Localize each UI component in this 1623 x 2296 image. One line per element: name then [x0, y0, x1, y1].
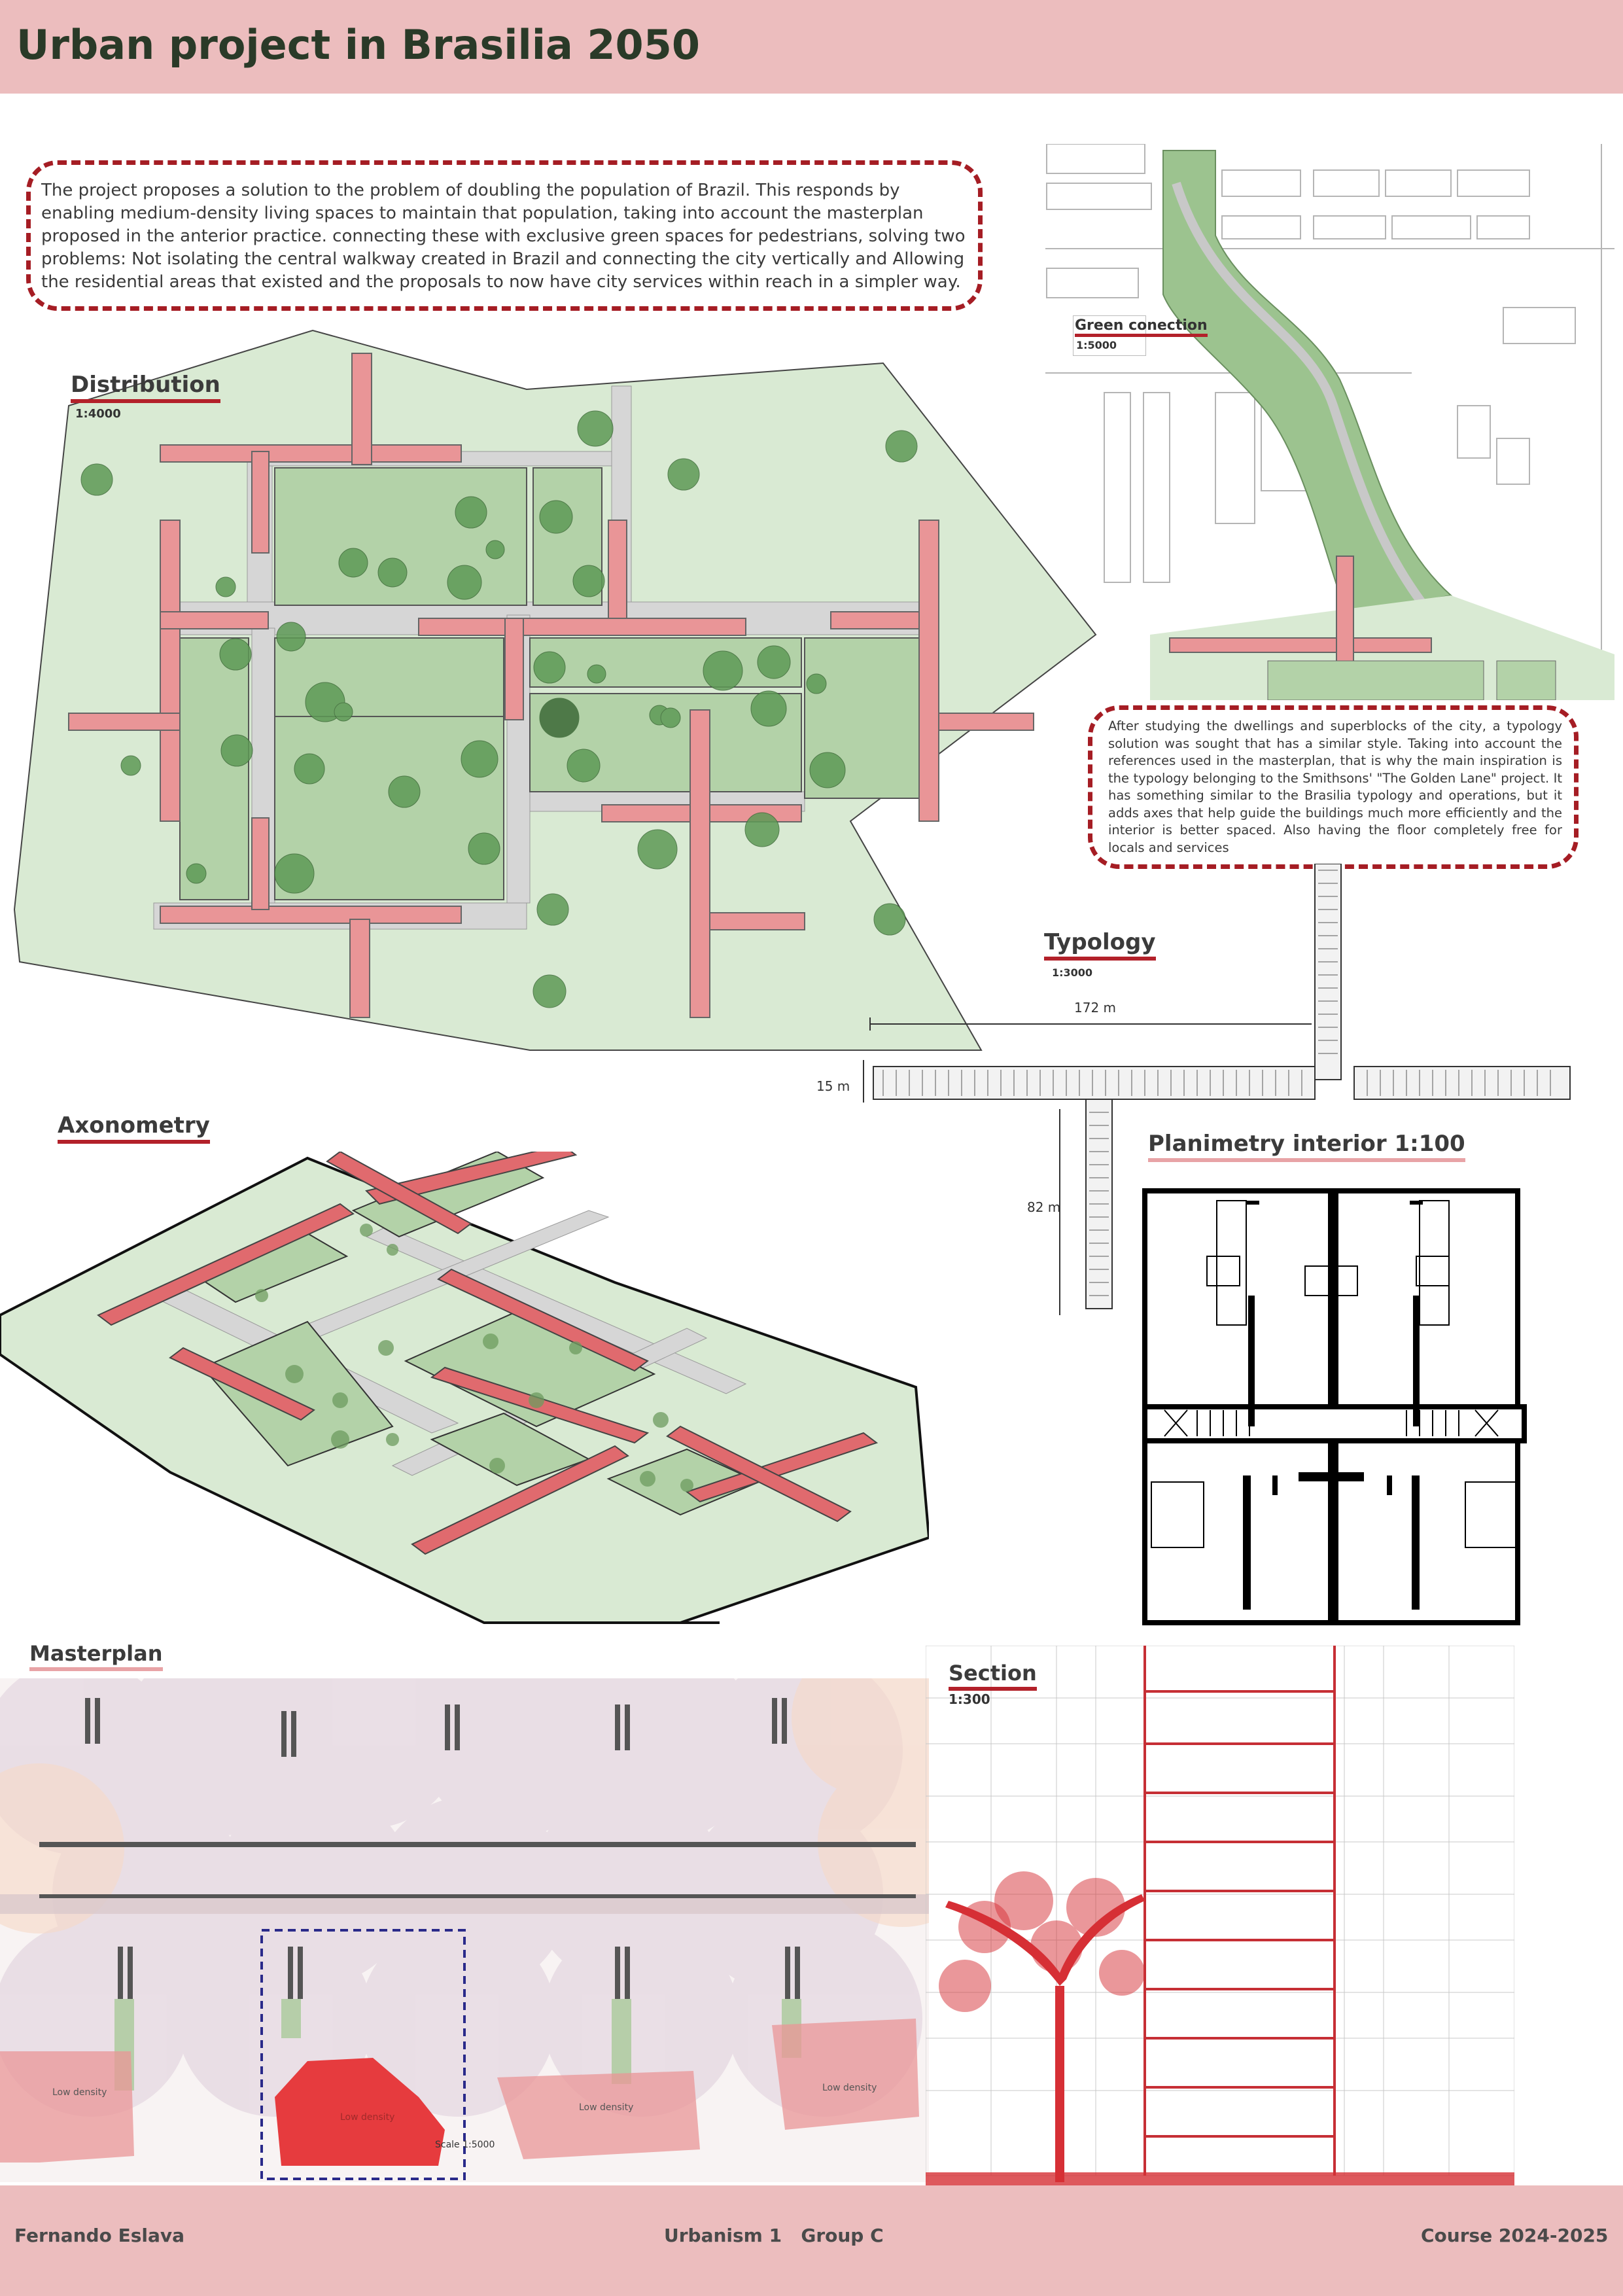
page-title: Urban project in Brasilia 2050 — [16, 21, 700, 69]
masterplan-map — [0, 1678, 929, 2182]
typology-dim-width: 15 m — [816, 1078, 850, 1094]
green-connection-map — [1045, 144, 1614, 700]
masterplan-label-1: Low density — [52, 2087, 107, 2098]
typology-plan — [863, 864, 1571, 1315]
green-connection-scale: 1:5000 — [1076, 339, 1117, 351]
footer-year: Course 2024-2025 — [1421, 2225, 1609, 2246]
axonometry-title: Axonometry — [58, 1112, 210, 1144]
footer-band — [0, 2185, 1623, 2296]
distribution-plan — [13, 329, 1097, 1051]
masterplan-title: Masterplan — [29, 1641, 163, 1671]
header-band — [0, 0, 1623, 94]
section-drawing — [926, 1646, 1514, 2185]
masterplan-scale-label: Scale 1:5000 — [435, 2140, 495, 2150]
typology-dim-branch: 82 m — [1027, 1199, 1061, 1215]
intro-text-box: The project proposes a solution to the p… — [26, 160, 983, 311]
planimetry-drawing — [1142, 1188, 1527, 1625]
axonometry-drawing — [0, 1152, 929, 1624]
footer-author: Fernando Eslava — [14, 2225, 185, 2246]
typology-text-box: After studying the dwellings and superbl… — [1088, 705, 1579, 869]
footer-course: Urbanism 1 Group C — [664, 2225, 884, 2246]
planimetry-title: Planimetry interior 1:100 — [1148, 1131, 1465, 1162]
distribution-scale: 1:4000 — [75, 407, 121, 421]
typology-dim-length: 172 m — [1074, 1000, 1117, 1016]
distribution-title: Distribution — [71, 372, 220, 403]
typology-text: After studying the dwellings and superbl… — [1108, 718, 1562, 855]
typology-title: Typology — [1044, 929, 1156, 961]
typology-scale: 1:3000 — [1052, 966, 1093, 979]
masterplan-label-4: Low density — [822, 2083, 877, 2093]
section-title: Section — [949, 1661, 1037, 1691]
green-connection-title: Green conection — [1075, 317, 1208, 337]
intro-text: The project proposes a solution to the p… — [41, 181, 966, 292]
masterplan-label-2: Low density — [340, 2112, 395, 2123]
masterplan-label-3: Low density — [579, 2102, 634, 2113]
section-scale: 1:300 — [949, 1691, 990, 1707]
